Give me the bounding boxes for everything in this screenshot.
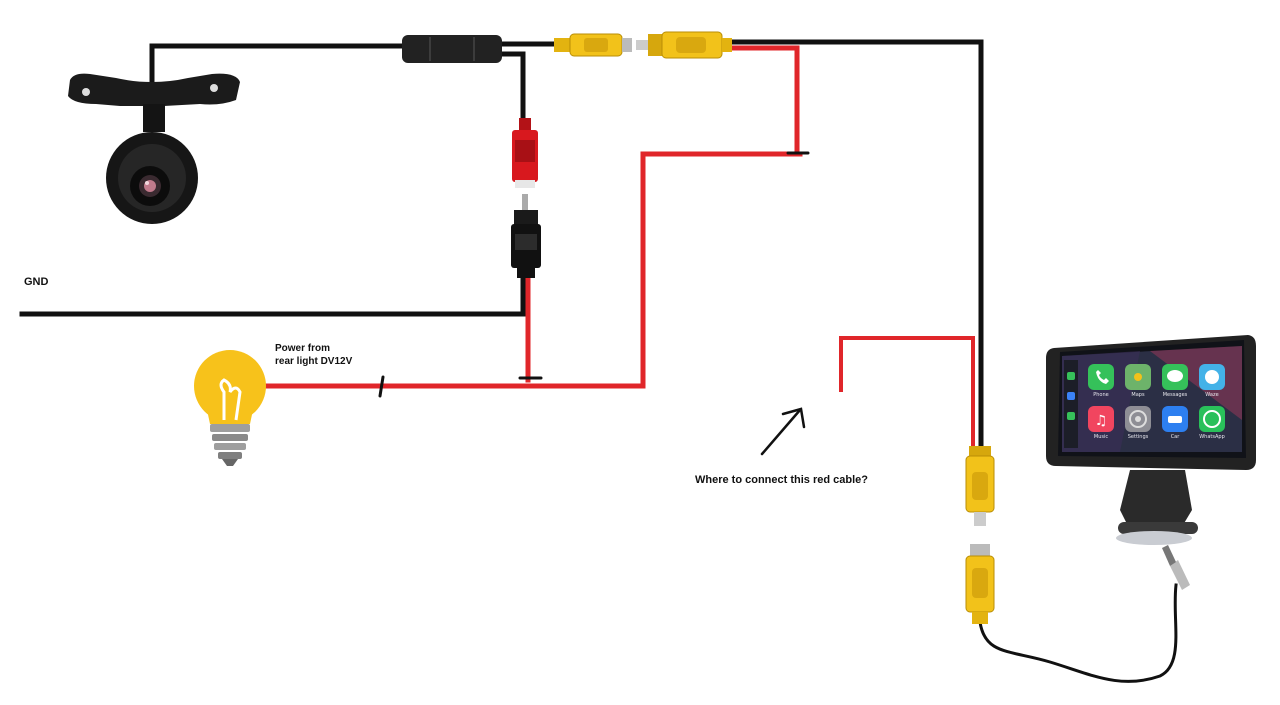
power-main-wire (265, 151, 803, 389)
power-label-line1: Power from (275, 343, 331, 354)
dc-connector-red (512, 118, 538, 188)
app-label: Messages (1162, 392, 1188, 398)
app-label: Music (1093, 434, 1109, 440)
cable-splitter (402, 35, 502, 63)
app-music-icon (1088, 406, 1114, 432)
red-wires (265, 45, 975, 450)
monitor-av-cable (978, 583, 1178, 683)
loose-red-cable (839, 336, 975, 450)
camera-bracket (68, 73, 240, 106)
app-label: WhatsApp (1199, 434, 1225, 440)
gnd-wire (19, 273, 526, 317)
video-run-wire (725, 39, 984, 451)
monitor-mount (1120, 470, 1192, 530)
dc-connector-black (511, 194, 541, 278)
black-wires (19, 39, 1178, 683)
rca-connector-male (636, 31, 732, 59)
camera-cable (149, 43, 407, 98)
app-label: Settings (1127, 434, 1149, 440)
bulb-base (210, 424, 250, 432)
splitter-dc-branch (497, 51, 526, 125)
splice-marks (378, 151, 810, 398)
app-label: Waze (1205, 392, 1219, 398)
rear-light-bulb (194, 350, 266, 466)
power-label-line2: rear light DV12V (275, 356, 353, 367)
app-label: Maps (1131, 392, 1145, 398)
reverse-camera (68, 73, 240, 224)
gnd-label: GND (24, 276, 49, 288)
question-label: Where to connect this red cable? (695, 474, 868, 486)
carplay-monitor: ♫ (1046, 335, 1256, 590)
app-phone-icon (1088, 364, 1114, 390)
rca-red-trigger (727, 45, 800, 153)
app-label: Phone (1093, 392, 1109, 398)
svg-text:♫: ♫ (1095, 413, 1108, 429)
rca-connector-monitor-top (965, 446, 995, 526)
app-label: Car (1170, 434, 1180, 440)
rca-connector-female (554, 33, 632, 57)
rca-connector-monitor-bottom (965, 544, 995, 624)
pointer-arrow (760, 407, 806, 456)
app-whatsapp-icon (1199, 406, 1225, 432)
